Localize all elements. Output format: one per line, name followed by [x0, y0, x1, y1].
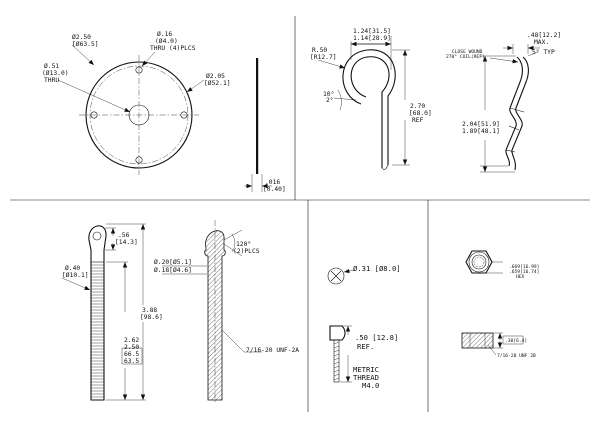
mount-hole — [135, 66, 143, 74]
rod-eye-dim: .56 — [118, 232, 130, 239]
screw-thread-line2: THREAD — [353, 373, 379, 382]
threaded-rod-front-view: .56 [14.3] Ø.40 [Ø10.1] 3.88 [98.6] 2.62… — [61, 223, 163, 401]
mount-hole — [90, 111, 98, 119]
rod-thread-spec: 7/16-20 UNF-2A — [246, 347, 299, 354]
hairpin-clip-side-view: .48[12.2] MAX. CLOSE WOUND 270° COIL(REF… — [446, 32, 561, 173]
hairpin-h2: 1.89[48.1] — [462, 128, 500, 135]
plate-outer-dia-mm: [Ø63.5] — [72, 40, 99, 48]
hairpin-angle: 10° — [323, 90, 334, 98]
plate-side-view: .016 [0.40] — [244, 58, 286, 193]
plate-front-view: Ø2.50 [Ø63.5] Ø.16 (Ø4.0) THRU (4)PLCS Ø… — [42, 30, 231, 175]
nut-across-corners: .669[16.99] — [509, 264, 539, 270]
nut-thread-spec: 7/16-20 UNF 2B — [497, 353, 536, 359]
hairpin-note-line1: CLOSE WOUND — [452, 49, 483, 55]
rod-chamfer-note: (2)PLCS — [233, 248, 260, 255]
hairpin-h1: 2.04[51.9] — [462, 121, 500, 128]
hairpin-radius: R.50 — [312, 47, 327, 54]
hairpin-angle-tol: 2° — [326, 96, 334, 104]
rod-chamfer: 120° — [236, 240, 251, 248]
rod-dia-mm: [Ø10.1] — [62, 271, 89, 279]
plate-center-note: THRU — [44, 77, 59, 84]
mount-hole — [180, 111, 188, 119]
rod-overall-mm: [98.6] — [140, 314, 163, 321]
rod-thread-len1-mm: 66.5 — [124, 351, 139, 358]
screw-length: .50 [12.8] — [355, 333, 398, 342]
screw-side-view: .50 [12.8] REF. METRIC THREAD M4.0 — [329, 325, 398, 390]
hairpin-width-outer: 1.24[31.5] — [353, 28, 391, 35]
hairpin-width-inner: 1.14[28.9] — [353, 35, 391, 42]
hairpin-length: 2.70 — [410, 103, 425, 110]
screw-thread-line1: METRIC — [353, 365, 379, 374]
rod-overall: 3.88 — [142, 307, 157, 314]
hex-nut-side-view: .30[6.4] 7/16-20 UNF 2B — [461, 332, 536, 359]
plate-bolt-circle-mm: [Ø52.1] — [204, 79, 231, 87]
mount-hole — [135, 156, 143, 164]
hairpin-note-line2: 270° COIL(REF) — [446, 54, 485, 60]
hairpin-radius-mm: [R12.7] — [310, 54, 337, 61]
plate-center-dia-mm: (Ø13.0) — [42, 69, 69, 77]
screw-ref: REF. — [357, 342, 374, 351]
hairpin-clip-front-view: 1.24[31.5] 1.14[28.9] R.50 [R12.7] 10° 2… — [310, 28, 432, 170]
rod-dia: Ø.40 — [65, 264, 80, 272]
hairpin-ref: REF — [412, 117, 424, 124]
nut-hex: HEX — [516, 274, 525, 280]
threaded-rod-section-view: 120° (2)PLCS Ø.20[Ø5.1] Ø.18[Ø4.6] 7/16-… — [154, 220, 299, 404]
nut-across-flats: .659[16.74] — [509, 269, 539, 275]
screw-head-dia: Ø.31 [Ø8.0] — [353, 264, 401, 273]
hairpin-max-label: MAX. — [534, 39, 549, 46]
plate-hole-dia: Ø.16 — [157, 30, 172, 38]
rod-eye-dim-mm: [14.3] — [115, 239, 138, 246]
sheet-frame — [10, 16, 590, 412]
plate-center-dia: Ø.51 — [44, 62, 59, 70]
plate-thickness-mm: [0.40] — [263, 186, 286, 193]
plate-bolt-circle: Ø2.05 — [206, 72, 225, 80]
nut-thickness: .30[6.4] — [505, 338, 527, 344]
rod-hole2: Ø.18[Ø4.6] — [154, 266, 192, 274]
screw-thread-line3: M4.0 — [362, 381, 379, 390]
plate-hole-note: THRU (4)PLCS — [150, 45, 196, 52]
hex-nut-top-view: .669[16.99] .659[16.74] HEX — [465, 250, 539, 280]
rod-thread-len2: 2.50 — [124, 344, 139, 351]
rod-hole1: Ø.20[Ø5.1] — [154, 258, 192, 266]
rod-thread-len1: 2.62 — [124, 337, 139, 344]
screw-head-view: Ø.31 [Ø8.0] — [327, 264, 401, 285]
hairpin-typ-angle: 5° TYP — [532, 48, 555, 56]
plate-outer-dia: Ø2.50 — [72, 33, 91, 41]
hairpin-length-mm: [68.0] — [409, 110, 432, 117]
plate-hole-dia-mm: (Ø4.0) — [155, 37, 178, 45]
hairpin-max: .48[12.2] — [527, 32, 561, 39]
rod-thread-len2-mm: 63.5 — [124, 358, 139, 365]
plate-thickness: .016 — [265, 179, 280, 186]
